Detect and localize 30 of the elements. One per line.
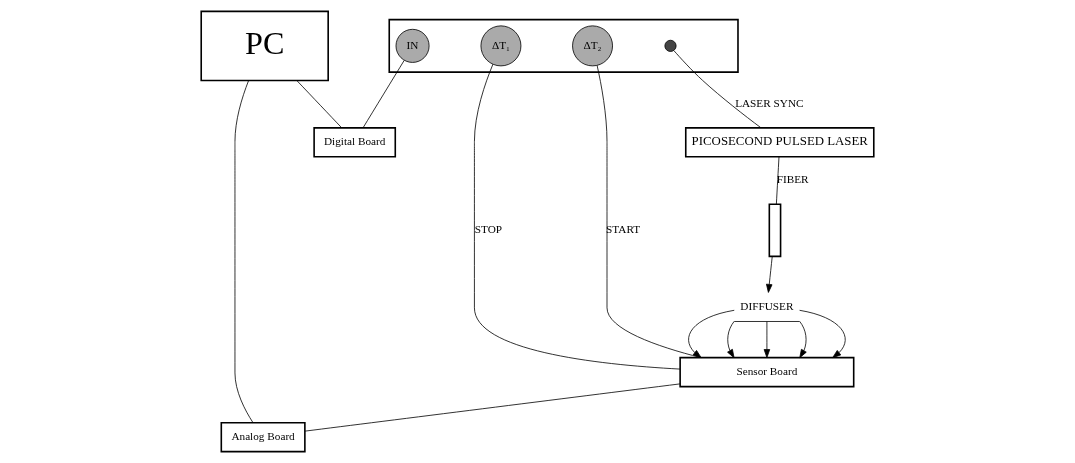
node-box: PC — [200, 10, 329, 82]
node-box: PICOSECOND PULSED LASER — [684, 127, 875, 158]
connector — [596, 65, 702, 358]
edge-label: LASER SYNC — [735, 97, 804, 110]
arrow — [727, 320, 735, 359]
node-box: Digital Board — [313, 127, 397, 158]
connector — [362, 60, 405, 129]
edge-label: STOP — [474, 223, 503, 236]
node-circle: ΔT₁ — [480, 25, 522, 67]
connector — [474, 63, 681, 370]
arrow — [799, 320, 807, 359]
node-circle: IN — [395, 28, 430, 63]
connector — [775, 156, 780, 205]
edge-label: START — [606, 223, 641, 236]
connector — [304, 383, 681, 432]
edge-label: FIBER — [776, 173, 809, 186]
connector — [673, 50, 762, 129]
arrow — [766, 256, 773, 293]
connector — [296, 80, 343, 129]
node-circle — [664, 39, 677, 52]
cluster — [388, 18, 739, 73]
node-box: Analog Board — [220, 421, 306, 453]
node-bar — [768, 203, 782, 258]
node-circle: ΔT₂ — [572, 25, 613, 67]
arrow — [688, 309, 735, 359]
node-box: Sensor Board — [679, 356, 855, 388]
connector — [234, 80, 254, 423]
node-text: DIFFUSER — [740, 300, 794, 313]
arrow — [799, 309, 846, 359]
arrow — [763, 321, 771, 358]
